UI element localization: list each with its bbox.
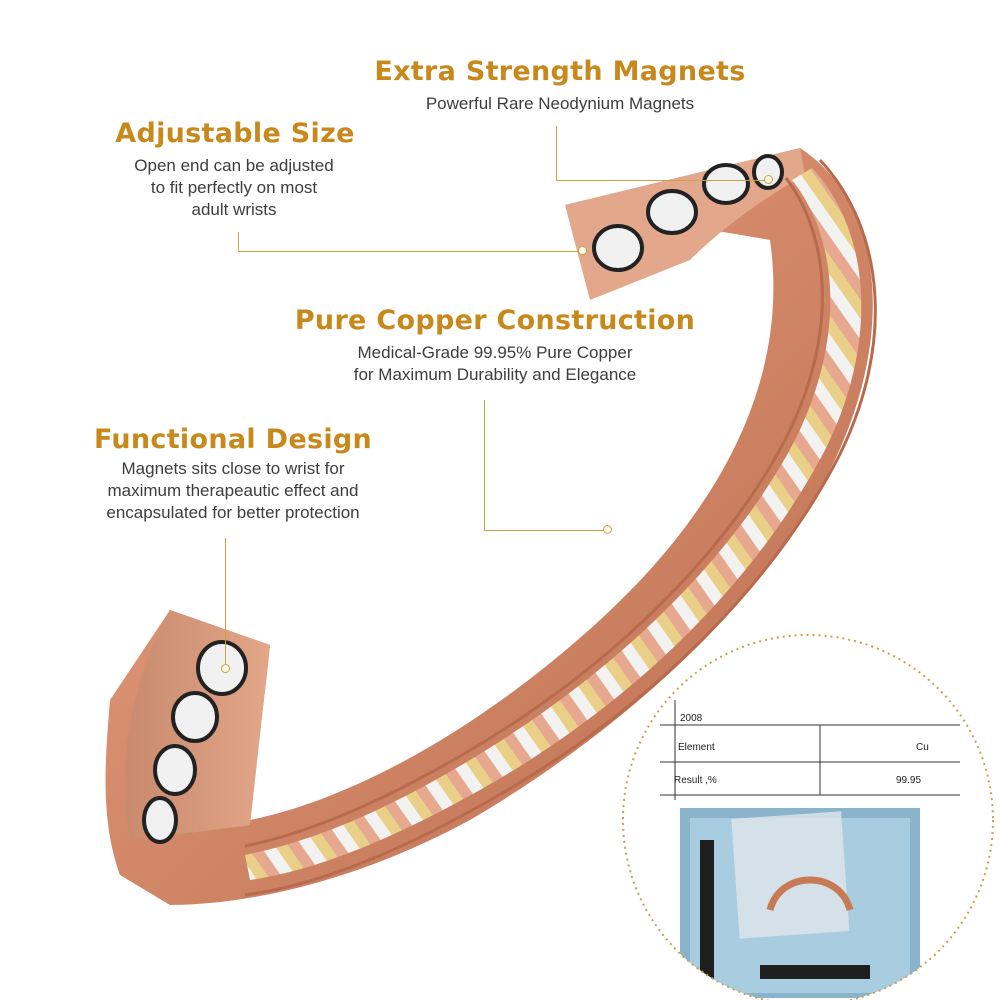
extra-strength-description: Powerful Rare Neodynium Magnets — [425, 94, 695, 113]
adjustable-size-title: Adjustable Size — [115, 118, 355, 149]
functional-design-title: Functional Design — [93, 424, 373, 455]
extra-strength-leader-h — [556, 180, 768, 181]
pure-copper-dot — [603, 525, 612, 534]
pure-copper-description: Medical-Grade 99.95% Pure Copper for Max… — [353, 343, 637, 384]
extra-strength-title: Extra Strength Magnets — [374, 56, 746, 87]
functional-design-leader-v — [225, 538, 226, 664]
adjustable-size-leader-v — [238, 232, 239, 252]
adjustable-size-dot — [578, 246, 587, 255]
extra-strength-leader-v — [556, 126, 557, 180]
pure-copper-leader-h — [484, 530, 606, 531]
magnets-lower — [142, 640, 248, 844]
ruler — [700, 840, 714, 990]
certificate-inset — [622, 634, 994, 1000]
functional-design-dot — [221, 664, 230, 673]
adjustable-size-description: Open end can be adjusted to fit perfectl… — [134, 156, 334, 219]
extra-strength-dot — [764, 175, 773, 184]
twisted-wire-band — [245, 168, 862, 880]
adjustable-size-leader-h — [238, 251, 580, 252]
bracelet-rail-outer — [244, 158, 877, 897]
functional-design-description: Magnets sits close to wrist for maximum … — [106, 459, 360, 522]
pure-copper-title: Pure Copper Construction — [294, 305, 696, 336]
pure-copper-leader-v — [484, 400, 485, 530]
bracelet-rail-inner — [244, 177, 824, 848]
